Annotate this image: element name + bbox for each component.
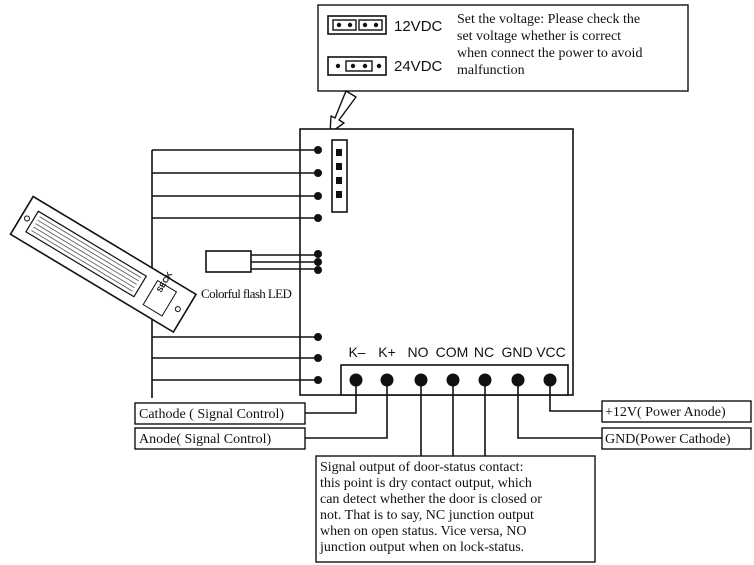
door-status-note-line-4: not. That is to say, NC junction output (320, 508, 534, 523)
terminal-label-vcc: VCC (536, 344, 566, 360)
terminal-labels: K– K+ NO COM NC GND VCC (348, 344, 565, 360)
terminal-block (340, 364, 569, 396)
door-status-note-box (315, 455, 596, 563)
door-status-note-line-1: Signal output of door-status contact: (320, 460, 523, 475)
voltage-24vdc-label: 24VDC (394, 58, 443, 75)
flash-led-icon (205, 250, 322, 274)
anode-signal-label: Anode( Signal Control) (139, 432, 272, 447)
terminal-label-gnd: GND (501, 344, 532, 360)
terminal-wires (305, 380, 602, 456)
door-status-note-line-2: this point is dry contact output, which (320, 476, 532, 491)
cathode-signal-box (134, 402, 306, 425)
jumper-12vdc-icon (327, 15, 387, 35)
jumper-pointer-arrow-icon (329, 90, 357, 134)
door-status-note-line-5: when on open status. Vice versa, NO (320, 524, 527, 539)
terminal-label-k-minus: K– (348, 344, 365, 360)
power-cathode-box (601, 427, 752, 450)
terminal-label-k-plus: K+ (378, 344, 396, 360)
terminal-label-nc: NC (474, 344, 494, 360)
controller-board (299, 128, 574, 396)
power-anode-box (601, 400, 752, 423)
door-status-note-line-6: junction output when on lock-status. (319, 540, 524, 555)
voltage-note-line-3: when connect the power to avoid (457, 46, 642, 61)
power-anode-label: +12V( Power Anode) (605, 405, 726, 420)
lock-wires (151, 146, 322, 398)
power-cathode-label: GND(Power Cathode) (605, 432, 731, 447)
jumper-24vdc-icon (327, 56, 387, 76)
magnetic-lock-icon (9, 195, 198, 334)
terminal-label-no: NO (408, 344, 429, 360)
voltage-note-line-4: malfunction (457, 63, 525, 78)
voltage-12vdc-label: 12VDC (394, 18, 443, 35)
jumper-header-icon (331, 139, 348, 213)
anode-signal-box (134, 427, 306, 450)
cathode-signal-label: Cathode ( Signal Control) (139, 407, 284, 422)
voltage-note-line-1: Set the voltage: Please check the (457, 12, 640, 27)
led-label: Colorful flash LED (201, 286, 292, 301)
terminal-label-com: COM (436, 344, 469, 360)
voltage-note-line-2: set voltage whether is correct (457, 29, 621, 44)
door-status-note-line-3: can detect whether the door is closed or (320, 492, 542, 507)
